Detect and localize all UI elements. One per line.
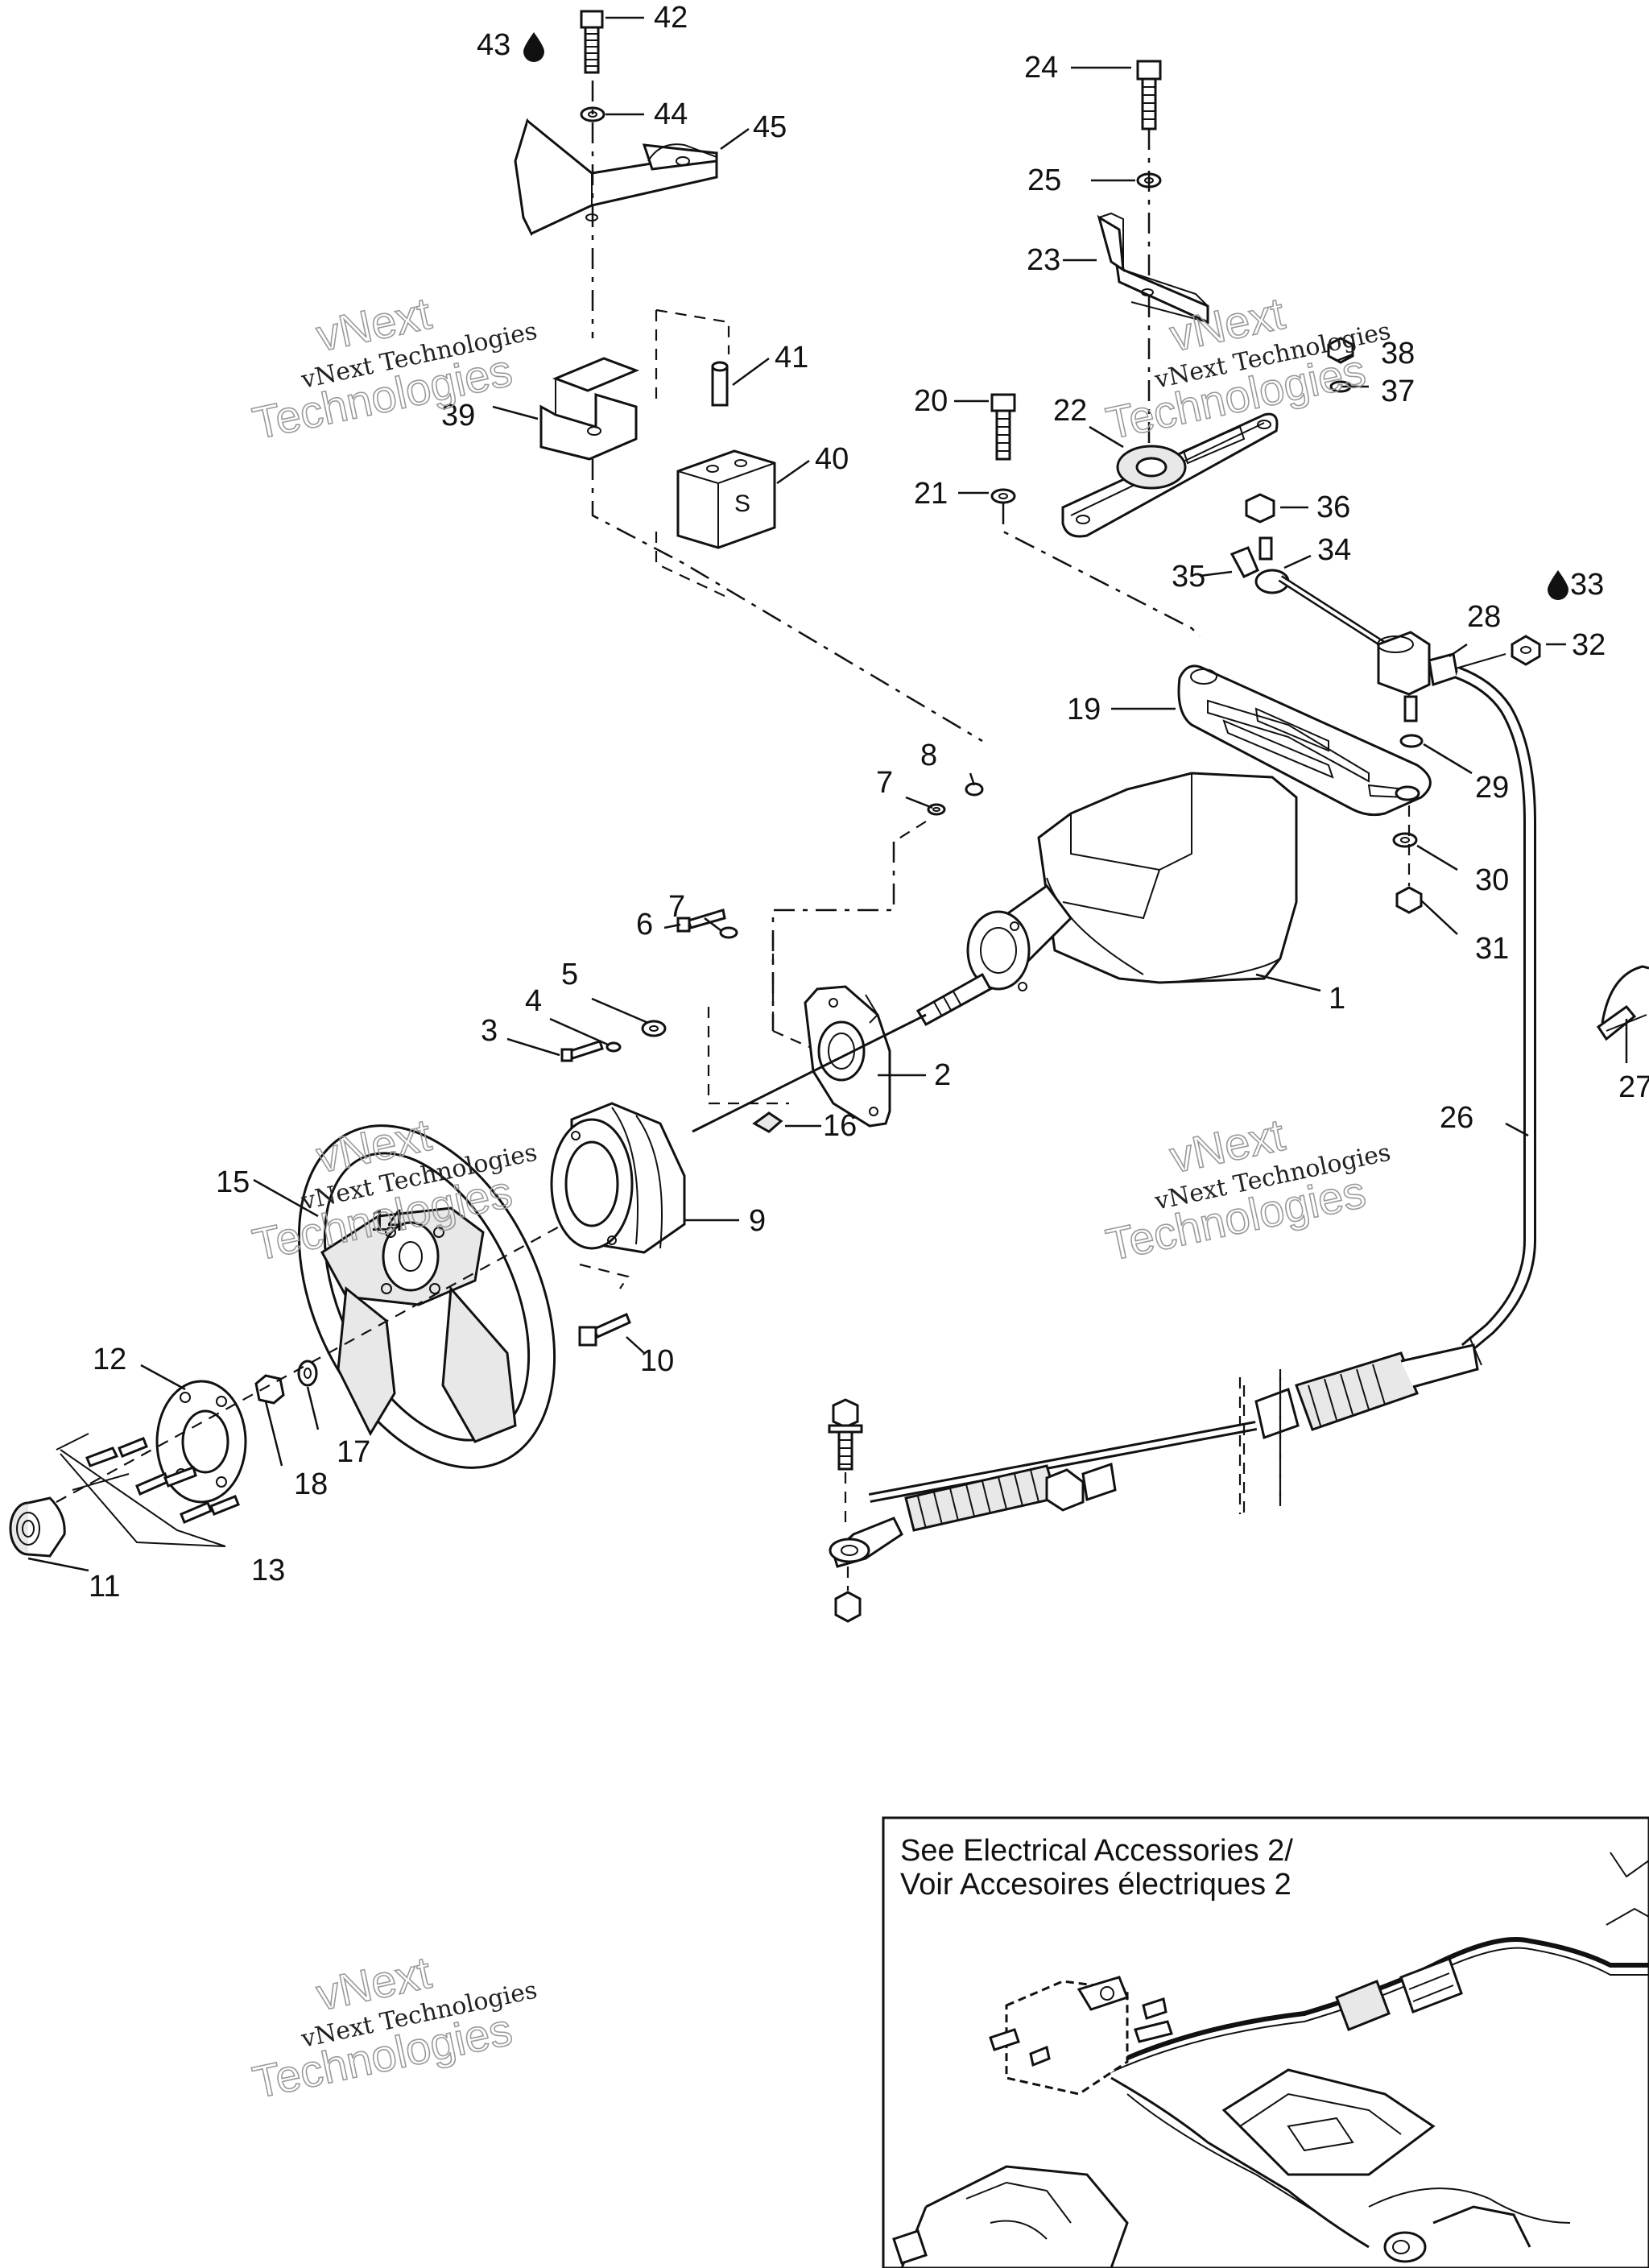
- callout-4: 4: [525, 984, 542, 1018]
- callout-25: 25: [1027, 163, 1061, 197]
- steering-wheel-14: [297, 1124, 556, 1469]
- callout-12: 12: [93, 1343, 126, 1376]
- callout-9: 9: [749, 1204, 766, 1238]
- callout-33: 33: [1570, 568, 1604, 602]
- bracket-group-right: [990, 60, 1354, 637]
- bolt-24: [1136, 60, 1162, 130]
- callout-21: 21: [914, 477, 948, 511]
- callout-34: 34: [1317, 533, 1351, 567]
- callout-3: 3: [481, 1014, 498, 1048]
- cable-tie-27: [1596, 965, 1649, 1041]
- callout-8: 8: [920, 739, 937, 772]
- washer-29: [1399, 734, 1424, 748]
- callout-labels: 42 43 44 45 41 39 40 24 25 23 38 37 20 2…: [89, 1, 1649, 1604]
- drop-icon: [523, 32, 544, 62]
- elbow-28: [1377, 631, 1431, 722]
- callout-11: 11: [89, 1570, 120, 1604]
- leader-lines: [27, 16, 1628, 1572]
- callout-7b: 7: [668, 890, 685, 924]
- drop-icon: [1548, 570, 1568, 600]
- idler-arm-19: [1177, 664, 1432, 817]
- callout-19: 19: [1067, 693, 1101, 726]
- callout-35: 35: [1172, 560, 1205, 594]
- block-40: S: [676, 449, 776, 549]
- callout-44: 44: [654, 97, 688, 131]
- nut-18: [254, 1374, 285, 1405]
- callout-37: 37: [1381, 375, 1415, 408]
- callout-18: 18: [294, 1467, 328, 1501]
- electrical-accessories-inset: See Electrical Accessories 2/ Voir Acces…: [882, 1816, 1649, 2268]
- callout-23: 23: [1027, 243, 1060, 277]
- inset-title-line2: Voir Accesoires électriques 2: [900, 1868, 1292, 1902]
- callout-1: 1: [1329, 982, 1345, 1016]
- bracket-group-left: S: [514, 10, 983, 743]
- bolt-20: [990, 393, 1016, 461]
- cap-11: [9, 1496, 66, 1558]
- callout-26: 26: [1440, 1101, 1473, 1135]
- callout-40: 40: [815, 442, 849, 476]
- clip-39: [539, 357, 640, 461]
- pitman-arm-22: [1061, 412, 1279, 538]
- hardware-3-8: [560, 782, 984, 1105]
- callout-5: 5: [561, 958, 578, 991]
- callout-20: 20: [914, 384, 948, 418]
- callout-13: 13: [251, 1554, 285, 1587]
- center-plate-12: [155, 1380, 247, 1504]
- callout-24: 24: [1024, 51, 1058, 85]
- callout-22: 22: [1053, 394, 1087, 428]
- callout-2: 2: [934, 1058, 951, 1092]
- watermark-1: vNext vNext Technologies Technologies: [248, 287, 540, 449]
- inset-title-line1: See Electrical Accessories 2/: [900, 1834, 1293, 1868]
- callout-31: 31: [1475, 932, 1509, 966]
- callout-41: 41: [775, 341, 808, 375]
- watermark-5: vNext vNext Technologies Technologies: [248, 1946, 540, 2109]
- cable-end-assembly: [828, 1343, 1479, 1623]
- callout-29: 29: [1475, 771, 1509, 805]
- callout-43: 43: [477, 28, 510, 62]
- washer-30: [1392, 832, 1418, 848]
- screw-set-13: [56, 1433, 240, 1547]
- callout-14: 14: [370, 1204, 404, 1238]
- connector-pair: [1335, 1957, 1463, 2031]
- callout-28: 28: [1467, 600, 1501, 634]
- key-16: [752, 1111, 783, 1133]
- bracket-23: [1097, 212, 1209, 325]
- bolt-42: [580, 10, 604, 74]
- bolt-10: [578, 1312, 631, 1347]
- svg-text:S: S: [734, 490, 750, 517]
- callout-30: 30: [1475, 863, 1509, 897]
- ball-joint-35: [1230, 536, 1290, 594]
- callout-17: 17: [337, 1435, 370, 1469]
- bracket-45: [514, 118, 718, 237]
- callout-27: 27: [1618, 1070, 1649, 1104]
- washer-21: [990, 488, 1016, 504]
- nut-36: [1245, 493, 1275, 524]
- nut-32: [1511, 635, 1541, 666]
- callout-36: 36: [1316, 490, 1350, 524]
- steering-column-1: [915, 772, 1298, 1027]
- callout-10: 10: [640, 1344, 674, 1378]
- pin-41: [711, 361, 729, 407]
- watermark-4: vNext vNext Technologies Technologies: [1101, 1108, 1394, 1271]
- washer-17: [297, 1360, 318, 1387]
- callout-38: 38: [1381, 337, 1415, 370]
- callout-42: 42: [654, 1, 688, 35]
- callout-7a: 7: [876, 766, 893, 800]
- support-plate-2: [804, 985, 891, 1128]
- callout-15: 15: [216, 1165, 250, 1199]
- nut-31: [1395, 886, 1423, 914]
- callout-45: 45: [753, 110, 787, 144]
- callout-6: 6: [636, 908, 653, 942]
- callout-16: 16: [823, 1109, 857, 1143]
- watermark-2: vNext vNext Technologies Technologies: [1101, 287, 1394, 449]
- hub-adapter-9: [550, 1102, 686, 1254]
- callout-39: 39: [441, 399, 475, 432]
- callout-32: 32: [1572, 628, 1606, 662]
